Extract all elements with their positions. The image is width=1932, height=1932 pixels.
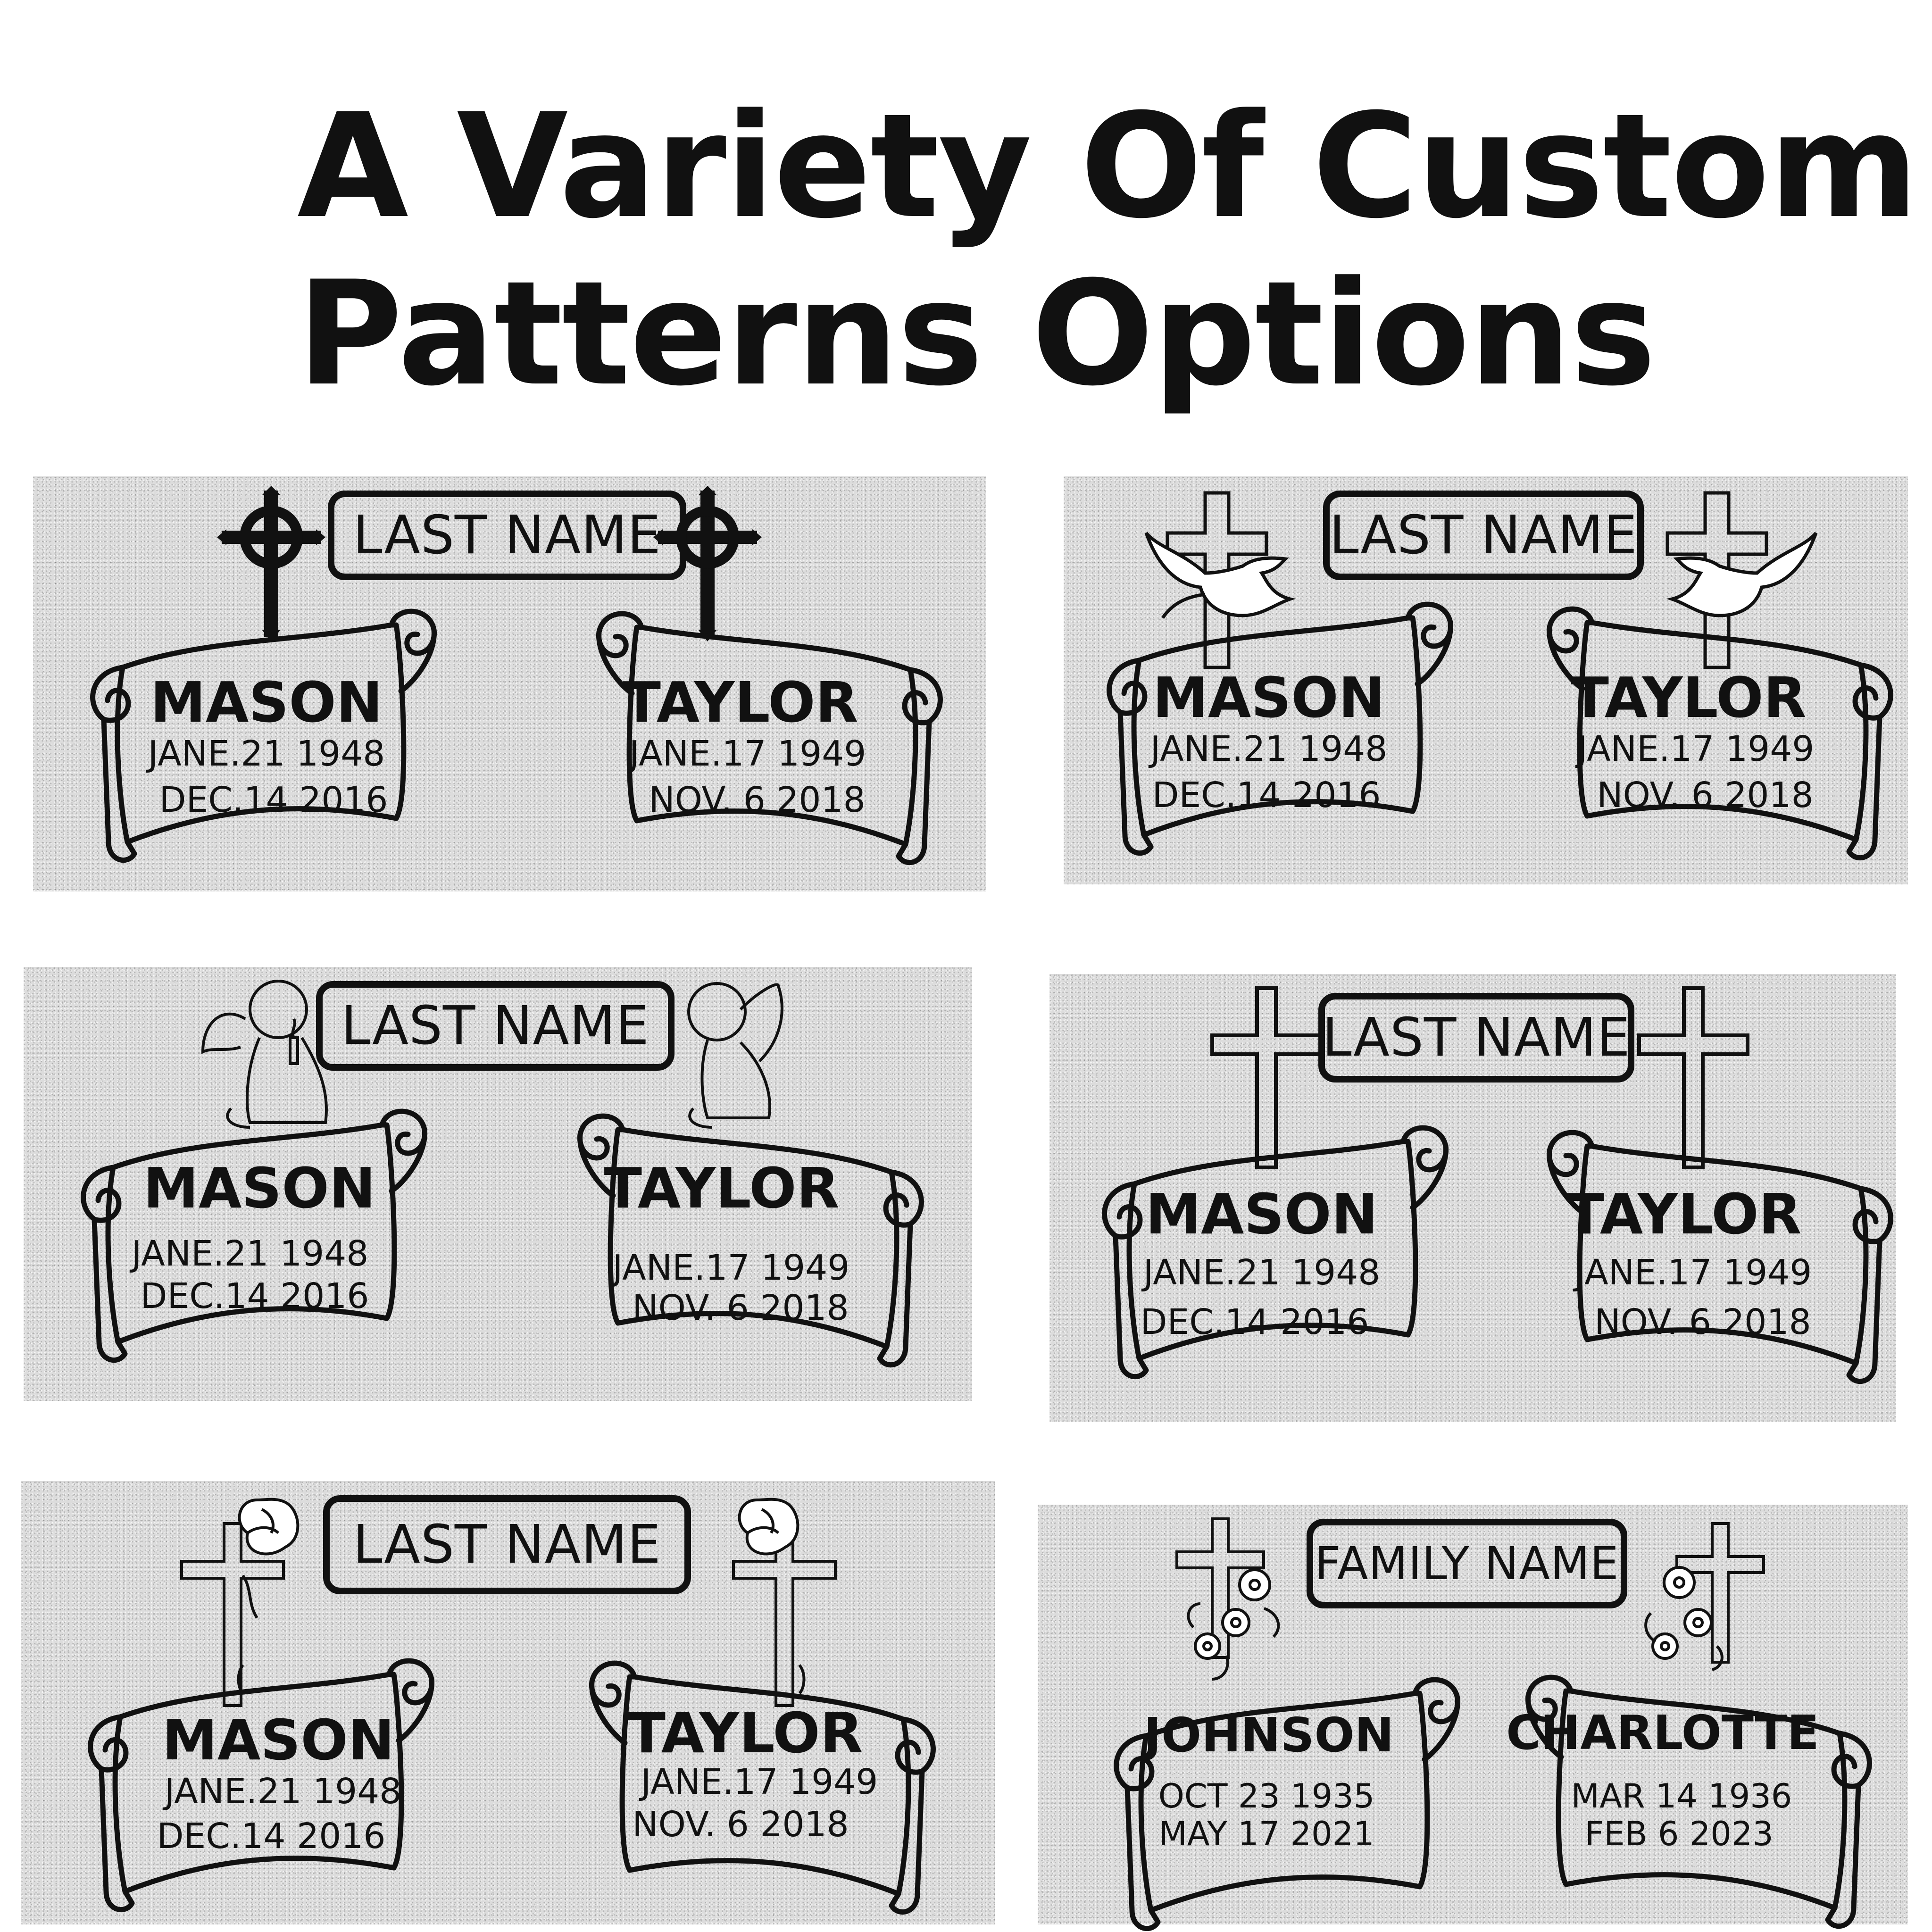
right-date-death: NOV. 6 2018 xyxy=(632,1804,849,1845)
rose-cross-icon xyxy=(732,1498,837,1707)
last-name-plate: LAST NAME xyxy=(328,491,686,580)
left-date-death: DEC.14 2016 xyxy=(1152,775,1381,816)
plaque-art xyxy=(1064,491,1908,884)
right-date-birth: JANE.17 1949 xyxy=(1574,1252,1812,1293)
left-name: MASON xyxy=(1152,665,1385,730)
plaque-art xyxy=(1049,986,1896,1422)
right-date-death: NOV. 6 2018 xyxy=(1594,1302,1811,1342)
praying-angel-icon xyxy=(201,980,328,1129)
dove-cross-icon xyxy=(1666,491,1818,669)
left-name: MASON xyxy=(143,1156,376,1221)
left-name: MASON xyxy=(150,670,383,735)
plaque-praying-angel[interactable]: LAST NAME MASON JANE.21 1948 DEC.14 2016… xyxy=(24,967,972,1401)
right-name: TAYLOR xyxy=(1566,1182,1802,1247)
latin-cross-icon xyxy=(1210,986,1323,1169)
right-date-birth: JANE.17 1949 xyxy=(612,1248,850,1288)
title-line-1: A Variety Of Custom xyxy=(297,83,1919,250)
left-date-death: DEC.14 2016 xyxy=(140,1276,369,1316)
dove-cross-icon xyxy=(1144,491,1296,669)
right-date-death: FEB 6 2023 xyxy=(1585,1815,1774,1853)
right-name: TAYLOR xyxy=(623,670,858,735)
left-date-birth: JANE.21 1948 xyxy=(148,733,385,774)
plaque-art xyxy=(1038,1517,1908,1924)
family-name-plate: FAMILY NAME xyxy=(1307,1519,1627,1608)
plaque-flower-cross[interactable]: FAMILY NAME JOHNSON OCT 23 1935 MAY 17 2… xyxy=(1038,1505,1908,1924)
right-date-birth: JANE.17 1949 xyxy=(629,733,866,774)
left-date-death: DEC.14 2016 xyxy=(1140,1302,1369,1342)
right-name: TAYLOR xyxy=(1571,665,1807,730)
right-date-birth: JANE.17 1949 xyxy=(641,1762,878,1802)
last-name-plate: LAST NAME xyxy=(323,1495,691,1594)
title-line-2: Patterns Options xyxy=(297,250,1656,417)
left-date-death: DEC.14 2016 xyxy=(159,780,388,820)
left-name: JOHNSON xyxy=(1143,1707,1394,1763)
plaque-celtic-cross[interactable]: LAST NAME MASON JANE.21 1948 DEC.14 2016… xyxy=(33,476,986,891)
plaque-art xyxy=(24,980,972,1401)
last-name-plate: LAST NAME xyxy=(316,981,675,1071)
left-date-birth: JANE.21 1948 xyxy=(164,1771,402,1812)
praying-angel-icon xyxy=(687,982,783,1129)
flower-cross-icon xyxy=(1644,1522,1765,1671)
left-date-birth: JANE.21 1948 xyxy=(1143,1252,1381,1293)
last-name-plate: LAST NAME xyxy=(1318,993,1634,1083)
right-date-death: NOV. 6 2018 xyxy=(632,1288,849,1328)
plaque-rose-cross[interactable]: LAST NAME MASON JANE.21 1948 DEC.14 2016… xyxy=(21,1481,995,1924)
left-date-birth: JANE.21 1948 xyxy=(1150,729,1388,769)
right-date-death: NOV. 6 2018 xyxy=(649,780,866,820)
left-name: MASON xyxy=(1145,1182,1378,1247)
right-date-birth: MAR 14 1936 xyxy=(1571,1777,1792,1815)
right-date-birth: JANE.17 1949 xyxy=(1577,729,1815,769)
right-name: TAYLOR xyxy=(604,1156,840,1221)
latin-cross-icon xyxy=(1637,986,1749,1169)
last-name-plate: LAST NAME xyxy=(1323,491,1644,580)
left-date-birth: OCT 23 1935 xyxy=(1158,1777,1375,1815)
plaque-dove-cross[interactable]: LAST NAME MASON JANE.21 1948 DEC.14 2016… xyxy=(1064,476,1908,884)
left-date-birth: JANE.21 1948 xyxy=(131,1233,369,1274)
left-date-death: MAY 17 2021 xyxy=(1158,1815,1374,1853)
left-date-death: DEC.14 2016 xyxy=(157,1816,386,1857)
left-name: MASON xyxy=(162,1707,395,1773)
plaque-art xyxy=(21,1498,995,1924)
flower-cross-icon xyxy=(1175,1517,1280,1681)
plaque-latin-cross[interactable]: LAST NAME MASON JANE.21 1948 DEC.14 2016… xyxy=(1049,974,1896,1422)
right-date-death: NOV. 6 2018 xyxy=(1597,775,1814,816)
rose-cross-icon xyxy=(180,1498,300,1707)
celtic-cross-icon xyxy=(217,486,325,641)
right-name: TAYLOR xyxy=(627,1700,863,1765)
right-name: CHARLOTTE xyxy=(1506,1705,1819,1760)
page-title: A Variety Of Custom Patterns Options xyxy=(297,83,1919,417)
